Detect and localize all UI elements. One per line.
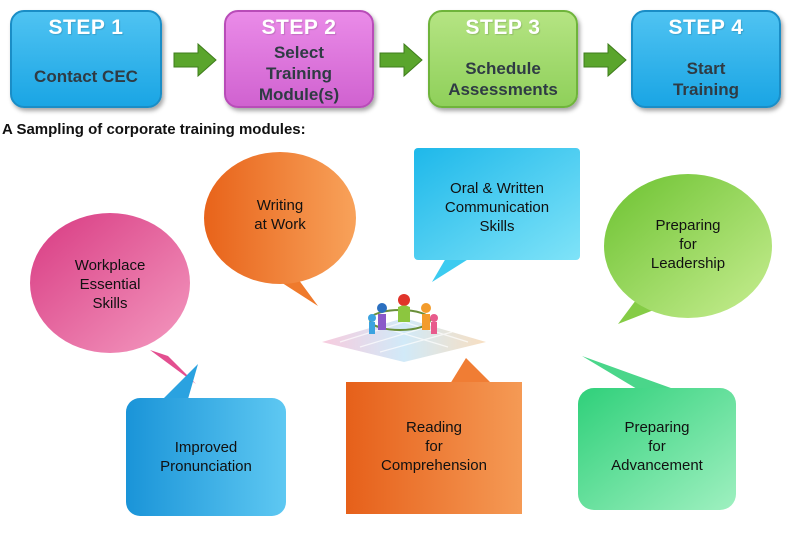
- module-label-reading-for-comprehension: Reading for Comprehension: [381, 419, 487, 474]
- bubble-workplace-essential-skills: [30, 213, 196, 384]
- module-label-workplace-essential-skills: Workplace Essential Skills: [74, 257, 146, 312]
- bubble-preparing-for-leadership: [604, 174, 772, 324]
- bubble-improved-pronunciation: [126, 364, 286, 516]
- step-2-text: Select Training Module(s): [258, 43, 340, 104]
- right-arrow-icon: [173, 42, 217, 78]
- step-4-title: STEP 4: [668, 16, 744, 39]
- bubble-reading-for-comprehension: [346, 358, 522, 514]
- bubble-oral-written-communication: [414, 148, 580, 282]
- step-3-text: Schedule Assessments: [448, 59, 558, 99]
- step-2-title: STEP 2: [261, 16, 337, 39]
- module-label-improved-pronunciation: Improved Pronunciation: [160, 439, 252, 475]
- module-label-writing-at-work: Writing at Work: [254, 197, 306, 233]
- step-4-box: STEP 4 Start Training: [631, 10, 781, 108]
- step-3-title: STEP 3: [465, 16, 541, 39]
- module-label-preparing-for-advancement: Preparing for Advancement: [611, 419, 703, 474]
- module-label-oral-written-communication: Oral & Written Communication Skills: [444, 180, 550, 235]
- step-1-title: STEP 1: [48, 16, 124, 39]
- step-2-box: STEP 2 Select Training Module(s): [224, 10, 374, 108]
- bubble-preparing-for-advancement: [578, 356, 736, 510]
- step-1-text: Contact CEC: [34, 67, 138, 86]
- step-3-box: STEP 3 Schedule Assessments: [428, 10, 578, 108]
- step-4-text: Start Training: [672, 59, 740, 99]
- sampling-heading: A Sampling of corporate training modules…: [2, 121, 306, 138]
- step-1-box: STEP 1 Contact CEC: [10, 10, 162, 108]
- right-arrow-icon: [379, 42, 423, 78]
- right-arrow-icon: [583, 42, 627, 78]
- bubble-writing-at-work: [204, 152, 356, 306]
- module-label-preparing-for-leadership: Preparing for Leadership: [650, 217, 726, 272]
- people-circle-illustration: [322, 294, 486, 362]
